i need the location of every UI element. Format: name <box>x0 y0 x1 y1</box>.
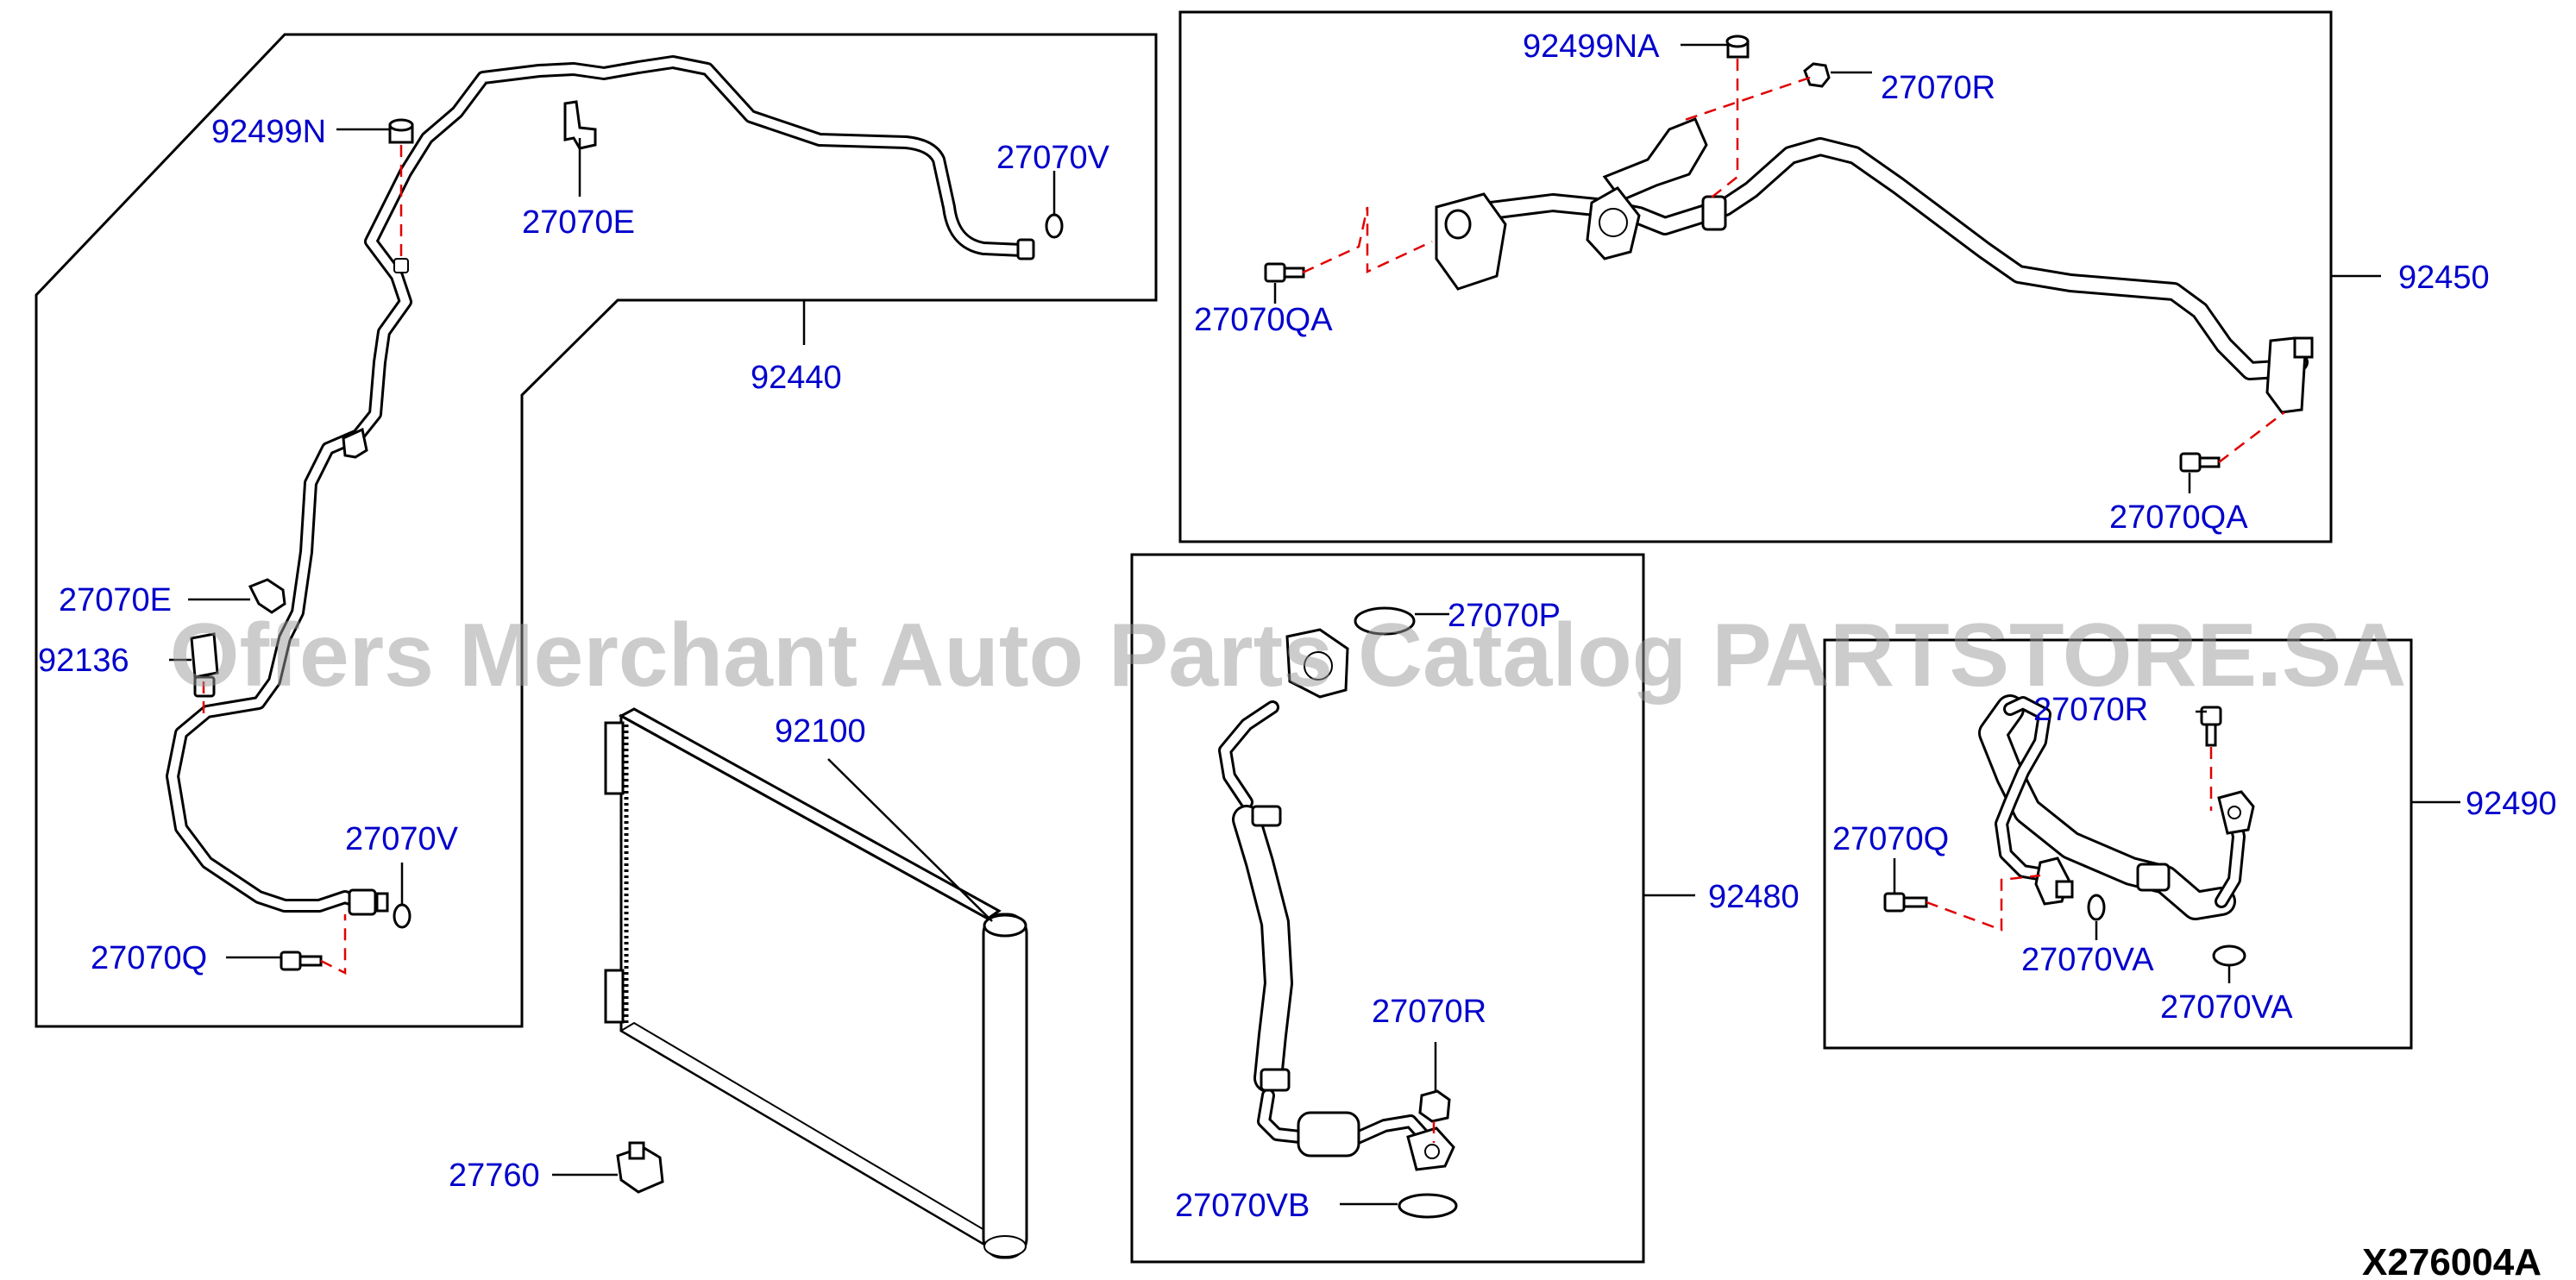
callout-27070r-hose: 27070R <box>1372 994 1486 1030</box>
callout-27760: 27760 <box>449 1158 540 1194</box>
part-number-92450: 92450 <box>2398 260 2490 296</box>
callout-92499na: 92499NA <box>1523 28 1660 65</box>
frame-high-pressure-pipe <box>35 33 1158 1028</box>
callout-27070e-side: 27070E <box>59 582 172 618</box>
callout-27070v-top: 27070V <box>996 140 1110 176</box>
part-number-92490: 92490 <box>2466 786 2557 822</box>
callout-27070vb: 27070VB <box>1175 1188 1310 1224</box>
part-number-92100: 92100 <box>775 713 866 750</box>
high-pressure-pipe-drawing <box>166 55 1064 976</box>
hose-pipe-assy-drawing <box>1883 694 2255 967</box>
part-number-92480: 92480 <box>1708 879 1800 915</box>
callout-27070p: 27070P <box>1448 598 1561 634</box>
part-number-92440: 92440 <box>751 360 842 396</box>
callout-27070va-left: 27070VA <box>2021 942 2154 978</box>
low-pressure-pipe-drawing <box>1264 35 2314 473</box>
callout-27070r-assy: 27070R <box>2033 692 2148 728</box>
frame-flexible-hose <box>1130 553 1645 1264</box>
watermark: Offers Merchant Auto Parts Catalog PARTS… <box>170 605 2407 706</box>
frame-hose-pipe-assy <box>1823 638 2413 1050</box>
callout-27070e-top: 27070E <box>522 204 635 241</box>
callout-27070v-bottom: 27070V <box>345 821 459 857</box>
callout-27070r-top: 27070R <box>1881 70 1995 106</box>
callout-92499n: 92499N <box>211 114 326 150</box>
frame-low-pressure-pipe <box>1178 10 2333 543</box>
callout-27070q: 27070Q <box>91 940 207 976</box>
callout-labels: 92499N 27070E 27070V 92440 27070E 92136 … <box>38 28 2557 1224</box>
callout-27070va-right: 27070VA <box>2160 989 2293 1026</box>
diagram-code: X276004A <box>2362 1241 2541 1280</box>
condenser-drawing <box>604 707 1028 1259</box>
callout-27070qa-left: 27070QA <box>1194 302 1333 338</box>
callout-27070qa-right: 27070QA <box>2109 499 2248 536</box>
leader-lines <box>169 43 2460 1206</box>
callout-27070q-assy: 27070Q <box>1832 821 1949 857</box>
callout-92136: 92136 <box>38 643 129 679</box>
flexible-hose-drawing <box>1218 606 1458 1219</box>
